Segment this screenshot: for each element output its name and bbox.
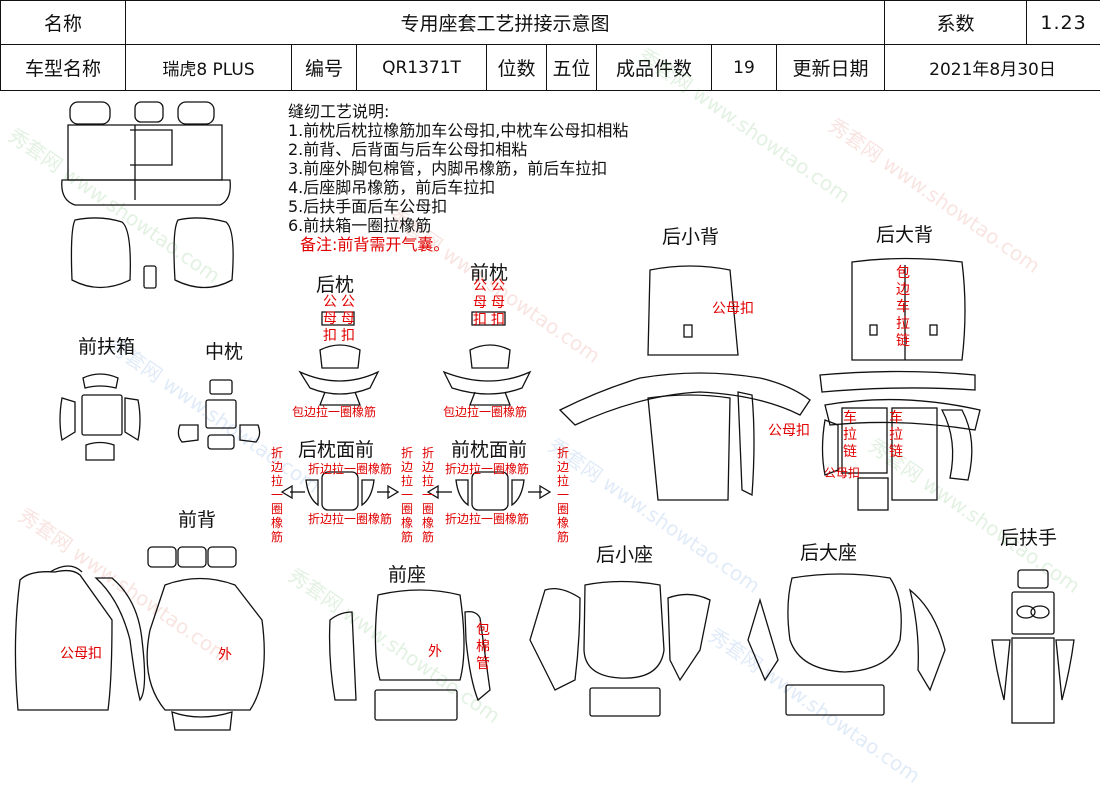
code-label: 编号 <box>291 44 357 91</box>
arrow-markers <box>280 484 552 500</box>
label-rear-pillow-face: 后枕面前 <box>298 439 375 461</box>
annotation-fold-rear-bottom: 折边拉一圈橡筋 <box>308 512 393 526</box>
label-rear-pillow: 后枕 <box>316 274 355 296</box>
notes-item: 1.前枕后枕拉橡筋加车公母扣,中枕车公母扣相粘 <box>288 121 629 140</box>
front-pillow-pieces <box>442 311 532 406</box>
rear-pillow-pieces <box>298 311 380 406</box>
label-front-pillow: 前枕 <box>470 262 509 284</box>
annotation-buckle-small-back-1: 公母扣 <box>712 301 754 317</box>
notes-item: 5.后扶手面后车公母扣 <box>288 197 448 216</box>
sewing-notes: 缝纫工艺说明: 1.前枕后枕拉橡筋加车公母扣,中枕车公母扣相粘 2.前背、后背面… <box>288 102 628 254</box>
front-back-pieces <box>14 546 265 731</box>
label-front-pillow-face: 前枕面前 <box>451 439 528 461</box>
annotation-buckle-front-back: 公母扣 <box>60 646 102 662</box>
annotation-zipper-2: 车拉链 <box>889 410 903 460</box>
annotation-cotton-tube: 包棉管 <box>476 622 490 672</box>
front-seat-pieces <box>328 589 491 721</box>
rear-small-seat-pieces <box>529 580 711 717</box>
label-front-back: 前背 <box>178 509 217 531</box>
annotation-fold-front-top: 折边拉一圈橡筋 <box>445 462 530 476</box>
label-rear-armrest: 后扶手 <box>1000 527 1058 549</box>
label-mid-pillow: 中枕 <box>205 341 244 363</box>
pattern-pieces <box>14 101 1075 731</box>
label-front-seat: 前座 <box>388 564 427 586</box>
update-label: 更新日期 <box>775 44 886 91</box>
label-rear-big-seat: 后大座 <box>800 542 858 564</box>
mid-pillow-pieces <box>177 379 261 450</box>
notes-item: 4.后座脚吊橡筋，前后车拉扣 <box>288 178 496 197</box>
header-table: 名称 专用座套工艺拼接示意图 系数 1.23 车型名称 瑞虎8 PLUS 编号 … <box>0 0 1100 91</box>
label-rear-small-seat: 后小座 <box>596 544 654 566</box>
pieces-label: 成品件数 <box>596 44 712 91</box>
code-value: QR1371T <box>356 44 487 91</box>
rear-big-seat-pieces <box>747 573 946 716</box>
annotation-buckle-front-pillow-1: 公母扣 <box>473 278 487 328</box>
notes-remark: 备注:前背需开气囊。 <box>300 235 450 254</box>
annotation-outer-front-back: 外 <box>218 647 232 663</box>
name-label: 名称 <box>0 0 126 45</box>
coef-value: 1.23 <box>1026 0 1100 45</box>
annotation-fold-vertical-3: 折边拉一圈橡筋 <box>421 446 434 544</box>
annotation-buckle-rear-pillow-2: 公母扣 <box>341 294 355 344</box>
annotation-fold-rear-top: 折边拉一圈橡筋 <box>308 462 393 476</box>
seat-overview <box>61 101 234 289</box>
label-rear-small-back: 后小背 <box>662 226 720 248</box>
rear-small-back-pieces <box>558 265 811 501</box>
sheet-title: 专用座套工艺拼接示意图 <box>124 0 886 45</box>
pillow-face-pieces <box>305 471 525 511</box>
annotation-binding-rear-pillow: 包边拉一圈橡筋 <box>292 405 377 419</box>
annotation-buckle-front-pillow-2: 公母扣 <box>491 278 505 328</box>
pieces-value: 19 <box>711 44 777 91</box>
notes-item: 3.前座外脚包棉管，内脚吊橡筋，前后车拉扣 <box>288 159 608 178</box>
annotation-buckle-big-back: 公母扣 <box>824 466 861 480</box>
annotation-outer-front-seat: 外 <box>428 644 442 660</box>
front-armbox-pieces <box>59 373 141 461</box>
label-front-armbox: 前扶箱 <box>78 336 136 358</box>
annotation-zipper-1: 车拉链 <box>843 410 857 460</box>
notes-item: 2.前背、后背面与后车公母扣相粘 <box>288 140 528 159</box>
rear-armrest-pieces <box>991 569 1075 724</box>
annotation-fold-vertical-4: 折边拉一圈橡筋 <box>556 446 569 544</box>
annotation-fold-front-bottom: 折边拉一圈橡筋 <box>445 512 530 526</box>
annotation-buckle-rear-pillow-1: 公母扣 <box>323 294 337 344</box>
annotation-fold-vertical-2: 折边拉一圈橡筋 <box>400 446 413 544</box>
update-value: 2021年8月30日 <box>884 44 1100 91</box>
rear-big-back-pieces <box>819 257 981 511</box>
seats-label: 位数 <box>486 44 547 91</box>
annotation-binding-zipper: 包边车拉链 <box>896 265 910 349</box>
notes-title: 缝纫工艺说明: <box>288 102 390 121</box>
annotation-buckle-small-back-2: 公母扣 <box>768 423 810 439</box>
notes-item: 6.前扶箱一圈拉橡筋 <box>288 216 432 235</box>
annotation-binding-front-pillow: 包边拉一圈橡筋 <box>443 405 528 419</box>
annotation-fold-vertical-1: 折边拉一圈橡筋 <box>270 446 283 544</box>
label-rear-big-back: 后大背 <box>876 224 934 246</box>
seats-value: 五位 <box>546 44 597 91</box>
